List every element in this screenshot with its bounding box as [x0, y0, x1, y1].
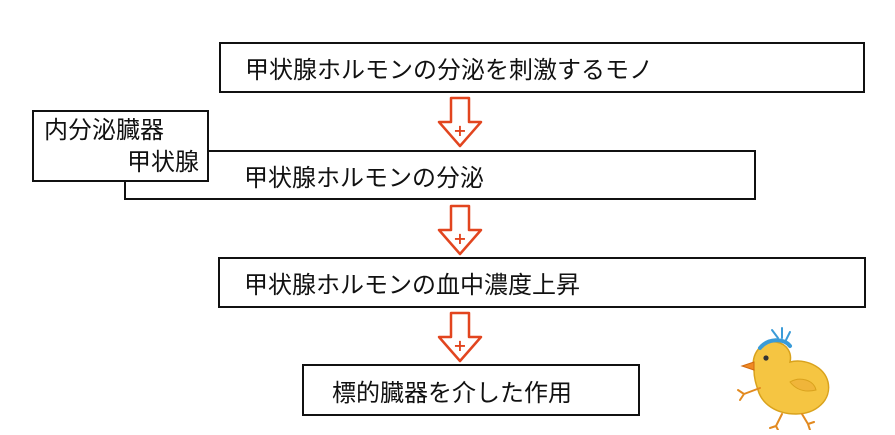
- organ-label-box: 内分泌臓器 甲状腺: [32, 110, 209, 182]
- flow-box-blood-level-label: 甲状腺ホルモンの血中濃度上昇: [244, 271, 580, 299]
- flow-box-stimulus: 甲状腺ホルモンの分泌を刺激するモノ: [219, 42, 865, 93]
- flow-box-secretion-label: 甲状腺ホルモンの分泌: [244, 163, 484, 192]
- flow-box-action: 標的臓器を介した作用: [302, 364, 640, 416]
- plus-sign: +: [453, 229, 466, 248]
- flow-box-stimulus-label: 甲状腺ホルモンの分泌を刺激するモノ: [245, 56, 653, 84]
- plus-sign: +: [453, 121, 466, 140]
- organ-label-line2: 甲状腺: [127, 148, 199, 176]
- organ-label-line1: 内分泌臓器: [44, 116, 164, 144]
- down-arrow-2: +: [437, 204, 483, 256]
- plus-sign: +: [453, 336, 466, 355]
- chick-illustration-icon: [737, 327, 830, 430]
- flow-box-secretion: 甲状腺ホルモンの分泌: [124, 150, 756, 200]
- flow-box-action-label: 標的臓器を介した作用: [332, 378, 572, 407]
- down-arrow-3: +: [437, 311, 483, 363]
- flow-box-blood-level: 甲状腺ホルモンの血中濃度上昇: [218, 257, 866, 308]
- down-arrow-1: +: [437, 96, 483, 148]
